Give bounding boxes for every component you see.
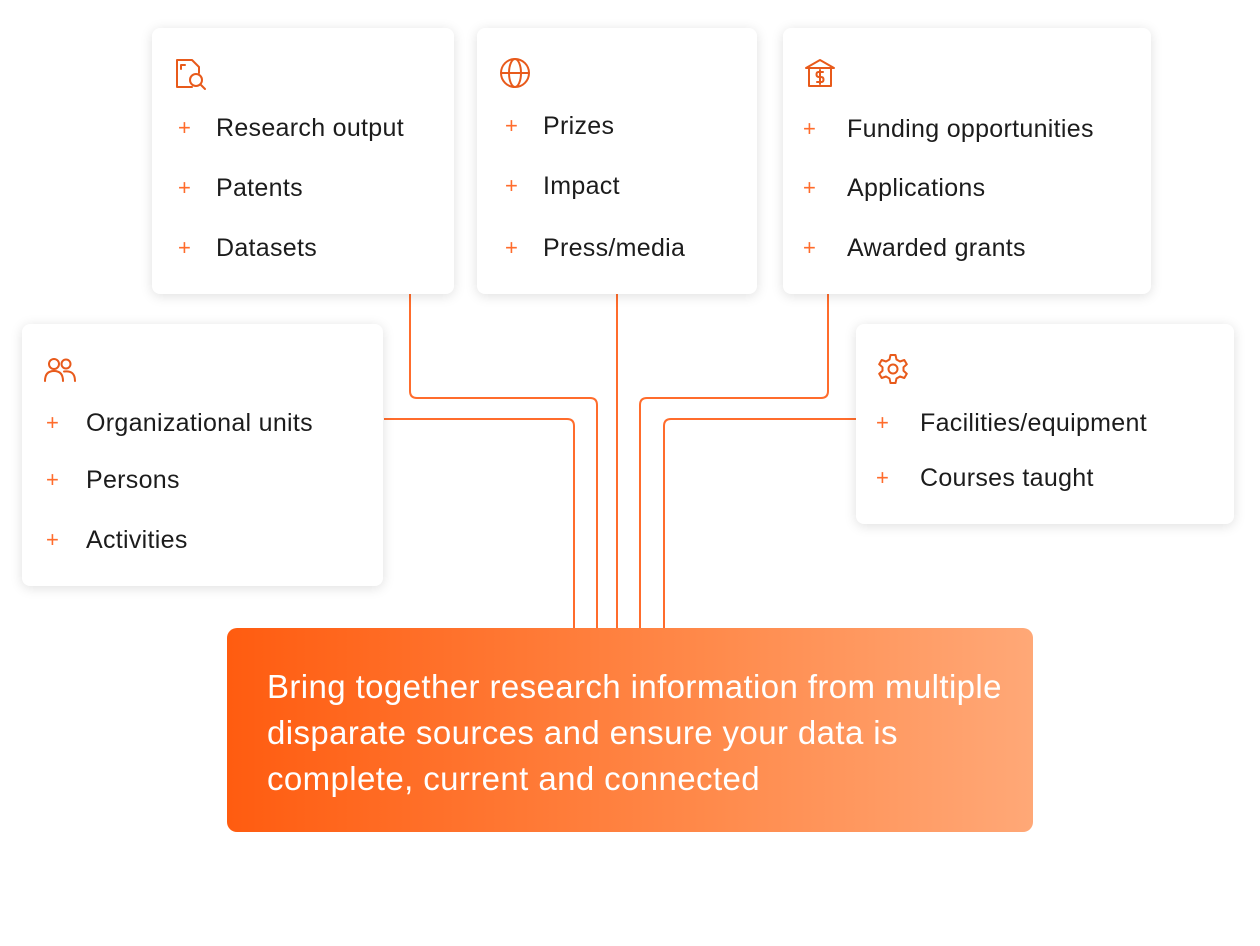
item-label: Press/media — [543, 233, 686, 262]
list-item-research-output: + Research output — [178, 112, 404, 144]
connector-infrastructure — [663, 418, 857, 628]
connector-people — [384, 418, 575, 628]
list-item-persons: + Persons — [46, 464, 180, 496]
item-label: Facilities/equipment — [920, 408, 1147, 437]
item-label: Courses taught — [920, 463, 1094, 492]
item-label: Organizational units — [86, 408, 313, 437]
globe-icon — [497, 55, 533, 91]
list-item-activities: + Activities — [46, 524, 188, 556]
list-item-datasets: + Datasets — [178, 232, 317, 264]
card-research: + Research output + Patents + Datasets — [152, 28, 454, 294]
card-people: + Organizational units + Persons + Activ… — [22, 324, 383, 586]
item-label: Funding opportunities — [847, 114, 1094, 143]
list-item-awarded-grants: + Awarded grants — [803, 232, 1026, 264]
plus-icon: + — [178, 175, 191, 200]
plus-icon: + — [876, 410, 889, 435]
gear-icon — [875, 351, 911, 387]
banner-text: Bring together research information from… — [267, 668, 1002, 797]
plus-icon: + — [505, 173, 518, 198]
item-label: Awarded grants — [847, 233, 1026, 262]
list-item-patents: + Patents — [178, 172, 303, 204]
card-infrastructure: + Facilities/equipment + Courses taught — [856, 324, 1234, 524]
card-funding: + Funding opportunities + Applications +… — [783, 28, 1151, 294]
bank-dollar-icon — [802, 56, 838, 92]
plus-icon: + — [178, 235, 191, 260]
plus-icon: + — [505, 113, 518, 138]
plus-icon: + — [505, 235, 518, 260]
plus-icon: + — [178, 115, 191, 140]
item-label: Activities — [86, 525, 188, 554]
connector-research — [409, 294, 598, 628]
people-icon — [42, 352, 78, 388]
card-engagement: + Prizes + Impact + Press/media — [477, 28, 757, 294]
plus-icon: + — [803, 235, 816, 260]
plus-icon: + — [803, 175, 816, 200]
list-item-applications: + Applications — [803, 172, 985, 204]
list-item-press-media: + Press/media — [505, 232, 685, 264]
list-item-prizes: + Prizes — [505, 110, 614, 142]
item-label: Research output — [216, 113, 404, 142]
item-label: Datasets — [216, 233, 318, 262]
plus-icon: + — [46, 467, 59, 492]
item-label: Patents — [216, 173, 303, 202]
list-item-facilities-equipment: + Facilities/equipment — [876, 407, 1147, 439]
list-item-organizational-units: + Organizational units — [46, 407, 313, 439]
plus-icon: + — [46, 410, 59, 435]
connector-funding — [639, 294, 829, 628]
plus-icon: + — [876, 465, 889, 490]
document-search-icon — [172, 56, 208, 92]
item-label: Prizes — [543, 111, 615, 140]
plus-icon: + — [803, 116, 816, 141]
plus-icon: + — [46, 527, 59, 552]
list-item-courses-taught: + Courses taught — [876, 462, 1094, 494]
summary-banner: Bring together research information from… — [227, 628, 1033, 832]
list-item-impact: + Impact — [505, 170, 620, 202]
item-label: Applications — [847, 173, 986, 202]
item-label: Impact — [543, 171, 620, 200]
list-item-funding-opportunities: + Funding opportunities — [803, 113, 1094, 145]
item-label: Persons — [86, 465, 180, 494]
